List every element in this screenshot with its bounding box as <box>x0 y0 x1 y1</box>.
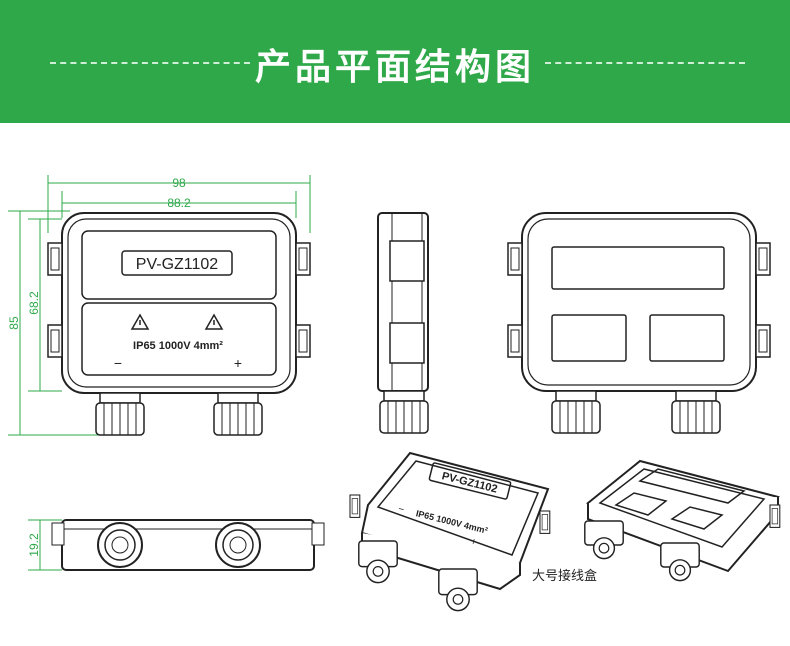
isometric-back-view <box>584 459 781 582</box>
dim-depth: 19.2 <box>27 533 41 557</box>
back-view <box>507 212 771 434</box>
header-banner: 产品平面结构图 <box>0 0 790 123</box>
header-rule-right <box>545 62 745 64</box>
product-caption: 大号接线盒 <box>532 568 597 584</box>
side-view <box>377 212 429 434</box>
technical-drawing: 98 88.2 85 68.2 PV-GZ1102 IP65 1000V 4mm… <box>7 175 781 612</box>
header-rule-left <box>50 62 250 64</box>
front-plus-label: + <box>234 355 242 371</box>
dim-width-outer: 98 <box>172 176 186 190</box>
front-view: 98 88.2 85 68.2 PV-GZ1102 IP65 1000V 4mm… <box>7 175 311 436</box>
dim-height-inner: 68.2 <box>27 291 41 315</box>
isometric-front-view: PV-GZ1102 IP65 1000V 4mm² − + <box>349 451 551 612</box>
dim-width-inner: 88.2 <box>167 196 191 210</box>
page-title: 产品平面结构图 <box>254 47 535 88</box>
iso-minus-label: − <box>397 504 405 516</box>
front-rating-label: IP65 1000V 4mm² <box>133 340 223 352</box>
dim-height-outer: 85 <box>7 316 21 330</box>
bottom-view: 19.2 <box>27 519 325 571</box>
front-model-label: PV-GZ1102 <box>136 256 219 273</box>
iso-plus-label: + <box>469 536 477 548</box>
front-minus-label: − <box>114 355 122 371</box>
